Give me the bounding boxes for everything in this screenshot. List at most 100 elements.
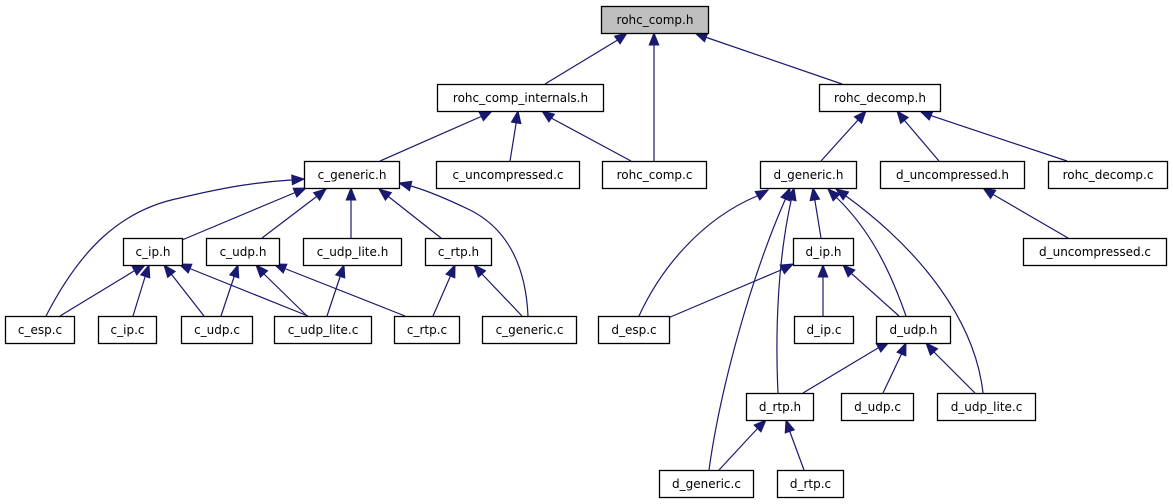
arrowhead-icon bbox=[827, 188, 841, 202]
edge-line bbox=[919, 110, 1068, 162]
node-rohc-decomp-h[interactable]: rohc_decomp.h bbox=[818, 83, 942, 113]
edge-c_udp_lite_c-to-c_udp_lite_h bbox=[326, 263, 346, 317]
node-d-generic-h[interactable]: d_generic.h bbox=[759, 160, 858, 190]
node-c-rtp-h[interactable]: c_rtp.h bbox=[424, 237, 493, 267]
node-c-udp-c[interactable]: c_udp.c bbox=[180, 315, 254, 345]
edge-d_generic_h-to-rohc_decomp_h bbox=[820, 109, 867, 162]
arrowhead-icon bbox=[779, 263, 795, 275]
node-d-udp-h[interactable]: d_udp.h bbox=[875, 315, 952, 345]
node-box[interactable] bbox=[792, 237, 855, 267]
node-box[interactable] bbox=[759, 160, 858, 190]
node-d-generic-c[interactable]: d_generic.c bbox=[658, 469, 755, 499]
arrowhead-icon bbox=[842, 264, 856, 278]
node-box[interactable] bbox=[818, 83, 942, 113]
edge-line bbox=[827, 188, 907, 317]
edge-c_udp_h-to-c_generic_h bbox=[261, 188, 328, 239]
node-c-generic-h[interactable]: c_generic.h bbox=[303, 160, 401, 190]
node-d-rtp-c[interactable]: d_rtp.c bbox=[776, 469, 845, 499]
node-rohc-comp-h[interactable]: rohc_comp.h bbox=[600, 5, 710, 35]
node-box[interactable] bbox=[597, 315, 671, 345]
node-d-udp-lite-c[interactable]: d_udp_lite.c bbox=[936, 392, 1037, 422]
node-box[interactable] bbox=[122, 237, 184, 267]
node-label: c_udp_lite.c bbox=[288, 323, 359, 337]
node-box[interactable] bbox=[793, 315, 855, 345]
arrowhead-icon bbox=[334, 263, 346, 279]
node-c-esp-c[interactable]: c_esp.c bbox=[4, 315, 76, 345]
node-box[interactable] bbox=[658, 469, 755, 499]
node-d-esp-c[interactable]: d_esp.c bbox=[597, 315, 671, 345]
edge-line bbox=[776, 187, 795, 394]
node-label: d_ip.c bbox=[807, 323, 842, 337]
edge-c_ip_h-to-c_generic_h bbox=[181, 187, 308, 241]
arrowhead-icon bbox=[648, 31, 660, 46]
node-c-generic-c[interactable]: c_generic.c bbox=[481, 315, 578, 345]
edge-d_udp_c-to-d_udp_h bbox=[882, 341, 907, 394]
node-box[interactable] bbox=[1022, 237, 1168, 267]
node-box[interactable] bbox=[302, 237, 403, 267]
node-box[interactable] bbox=[481, 315, 578, 345]
edge-d_udp_h-to-d_ip_h bbox=[842, 264, 900, 317]
arrowhead-icon bbox=[981, 187, 997, 200]
edge-d_rtp_h-to-d_generic_h bbox=[776, 186, 797, 394]
node-box[interactable] bbox=[875, 315, 952, 345]
edge-line bbox=[379, 110, 493, 162]
node-label: rohc_decomp.c bbox=[1063, 168, 1154, 182]
edge-line bbox=[694, 32, 843, 85]
node-label: c_ip.c bbox=[111, 323, 145, 337]
node-d-udp-c[interactable]: d_udp.c bbox=[840, 392, 915, 422]
node-c-udp-h[interactable]: c_udp.h bbox=[205, 237, 281, 267]
arrowhead-icon bbox=[473, 263, 487, 279]
node-box[interactable] bbox=[303, 160, 401, 190]
node-box[interactable] bbox=[97, 315, 158, 345]
node-box[interactable] bbox=[600, 5, 710, 35]
node-box[interactable] bbox=[1047, 160, 1169, 190]
node-d-ip-c[interactable]: d_ip.c bbox=[793, 315, 855, 345]
arrowhead-icon bbox=[896, 341, 907, 357]
arrowhead-icon bbox=[853, 109, 867, 125]
edge-line bbox=[181, 187, 307, 241]
node-box[interactable] bbox=[936, 392, 1037, 422]
node-d-ip-h[interactable]: d_ip.h bbox=[792, 237, 855, 267]
node-box[interactable] bbox=[424, 237, 493, 267]
arrowhead-icon bbox=[445, 263, 456, 279]
arrowhead-icon bbox=[613, 32, 629, 45]
node-d-uncompressed-c[interactable]: d_uncompressed.c bbox=[1022, 237, 1168, 267]
node-c-ip-c[interactable]: c_ip.c bbox=[97, 315, 158, 345]
node-c-uncompressed-c[interactable]: c_uncompressed.c bbox=[435, 160, 581, 190]
node-rohc-decomp-c[interactable]: rohc_decomp.c bbox=[1047, 160, 1169, 190]
nodes-layer: rohc_comp.h rohc_comp_internals.h rohc_dec… bbox=[4, 5, 1169, 499]
node-rohc-comp-c[interactable]: rohc_comp.c bbox=[601, 160, 708, 190]
node-box[interactable] bbox=[601, 160, 708, 190]
edge-rohc_decomp_c-to-rohc_decomp_h bbox=[918, 110, 1068, 162]
edge-c_esp_c-to-c_generic_h bbox=[45, 174, 306, 317]
node-box[interactable] bbox=[393, 315, 461, 345]
node-box[interactable] bbox=[435, 160, 581, 190]
edge-c_udp_lite_c-to-c_udp_h bbox=[255, 263, 308, 317]
node-rohc-comp-internals-h[interactable]: rohc_comp_internals.h bbox=[436, 83, 605, 113]
node-c-ip-h[interactable]: c_ip.h bbox=[122, 237, 184, 267]
node-box[interactable] bbox=[745, 392, 815, 422]
node-box[interactable] bbox=[180, 315, 254, 345]
node-box[interactable] bbox=[879, 160, 1026, 190]
node-label: d_udp_lite.c bbox=[951, 400, 1023, 414]
edge-line bbox=[708, 187, 791, 471]
node-label: c_esp.c bbox=[18, 323, 62, 337]
node-d-uncompressed-h[interactable]: d_uncompressed.h bbox=[879, 160, 1026, 190]
node-c-udp-lite-c[interactable]: c_udp_lite.c bbox=[273, 315, 373, 345]
node-c-udp-lite-h[interactable]: c_udp_lite.h bbox=[302, 237, 403, 267]
edge-c_udp_lite_h-to-c_generic_h bbox=[345, 186, 357, 238]
node-box[interactable] bbox=[273, 315, 373, 345]
node-label: rohc_comp_internals.h bbox=[453, 91, 588, 105]
arrowhead-icon bbox=[377, 188, 393, 202]
node-box[interactable] bbox=[776, 469, 845, 499]
arrowhead-icon bbox=[139, 263, 151, 279]
edge-d_rtp_c-to-d_rtp_h bbox=[784, 418, 805, 471]
node-c-rtp-c[interactable]: c_rtp.c bbox=[393, 315, 461, 345]
node-box[interactable] bbox=[840, 392, 915, 422]
node-box[interactable] bbox=[4, 315, 76, 345]
edge-d_udp_h-to-d_generic_h bbox=[827, 188, 907, 317]
node-box[interactable] bbox=[436, 83, 605, 113]
node-box[interactable] bbox=[205, 237, 281, 267]
node-d-rtp-h[interactable]: d_rtp.h bbox=[745, 392, 815, 422]
edge-line bbox=[835, 188, 984, 394]
